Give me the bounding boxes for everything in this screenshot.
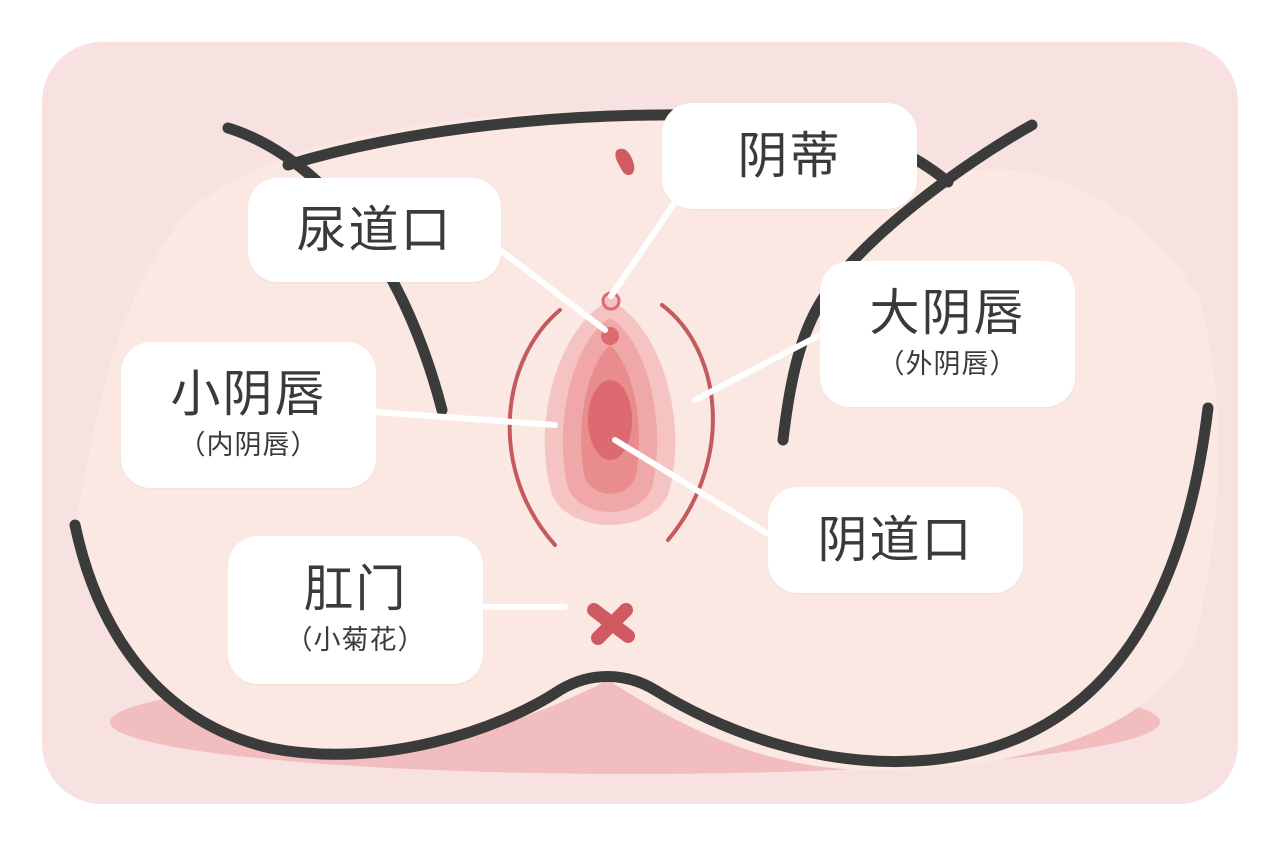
label-anus: 肛门 （小菊花） xyxy=(228,536,483,684)
anus-shape xyxy=(587,603,635,645)
bottom-outline xyxy=(69,402,1214,768)
label-labia-majora-text: 大阴唇 xyxy=(869,283,1026,342)
vaginal-opening-shape xyxy=(588,380,632,460)
label-anus-subtext: （小菊花） xyxy=(285,624,426,656)
label-vaginal-opening-text: 阴道口 xyxy=(817,510,974,569)
labia-majora-right-line xyxy=(660,303,715,542)
leader-line-labia-majora xyxy=(692,332,823,403)
label-labia-majora: 大阴唇 （外阴唇） xyxy=(820,261,1075,407)
label-clitoris-text: 阴蒂 xyxy=(737,126,842,185)
labia-majora-left-line xyxy=(507,308,562,547)
label-labia-minora: 小阴唇 （内阴唇） xyxy=(121,342,376,488)
leader-line-vaginal-opening xyxy=(612,437,773,538)
leader-line-labia-minora xyxy=(372,409,558,428)
label-vaginal-opening: 阴道口 xyxy=(768,487,1023,593)
label-anus-text: 肛门 xyxy=(303,559,408,618)
label-urethral-opening-text: 尿道口 xyxy=(296,200,453,259)
label-labia-minora-subtext: （内阴唇） xyxy=(178,429,319,461)
skin-mark xyxy=(615,148,635,176)
label-clitoris: 阴蒂 xyxy=(662,103,917,209)
label-labia-minora-text: 小阴唇 xyxy=(170,364,327,423)
label-labia-majora-subtext: （外阴唇） xyxy=(877,348,1018,380)
leader-line-urethral-opening xyxy=(497,247,608,333)
label-urethral-opening: 尿道口 xyxy=(248,178,501,282)
leader-line-clitoris xyxy=(608,192,683,299)
